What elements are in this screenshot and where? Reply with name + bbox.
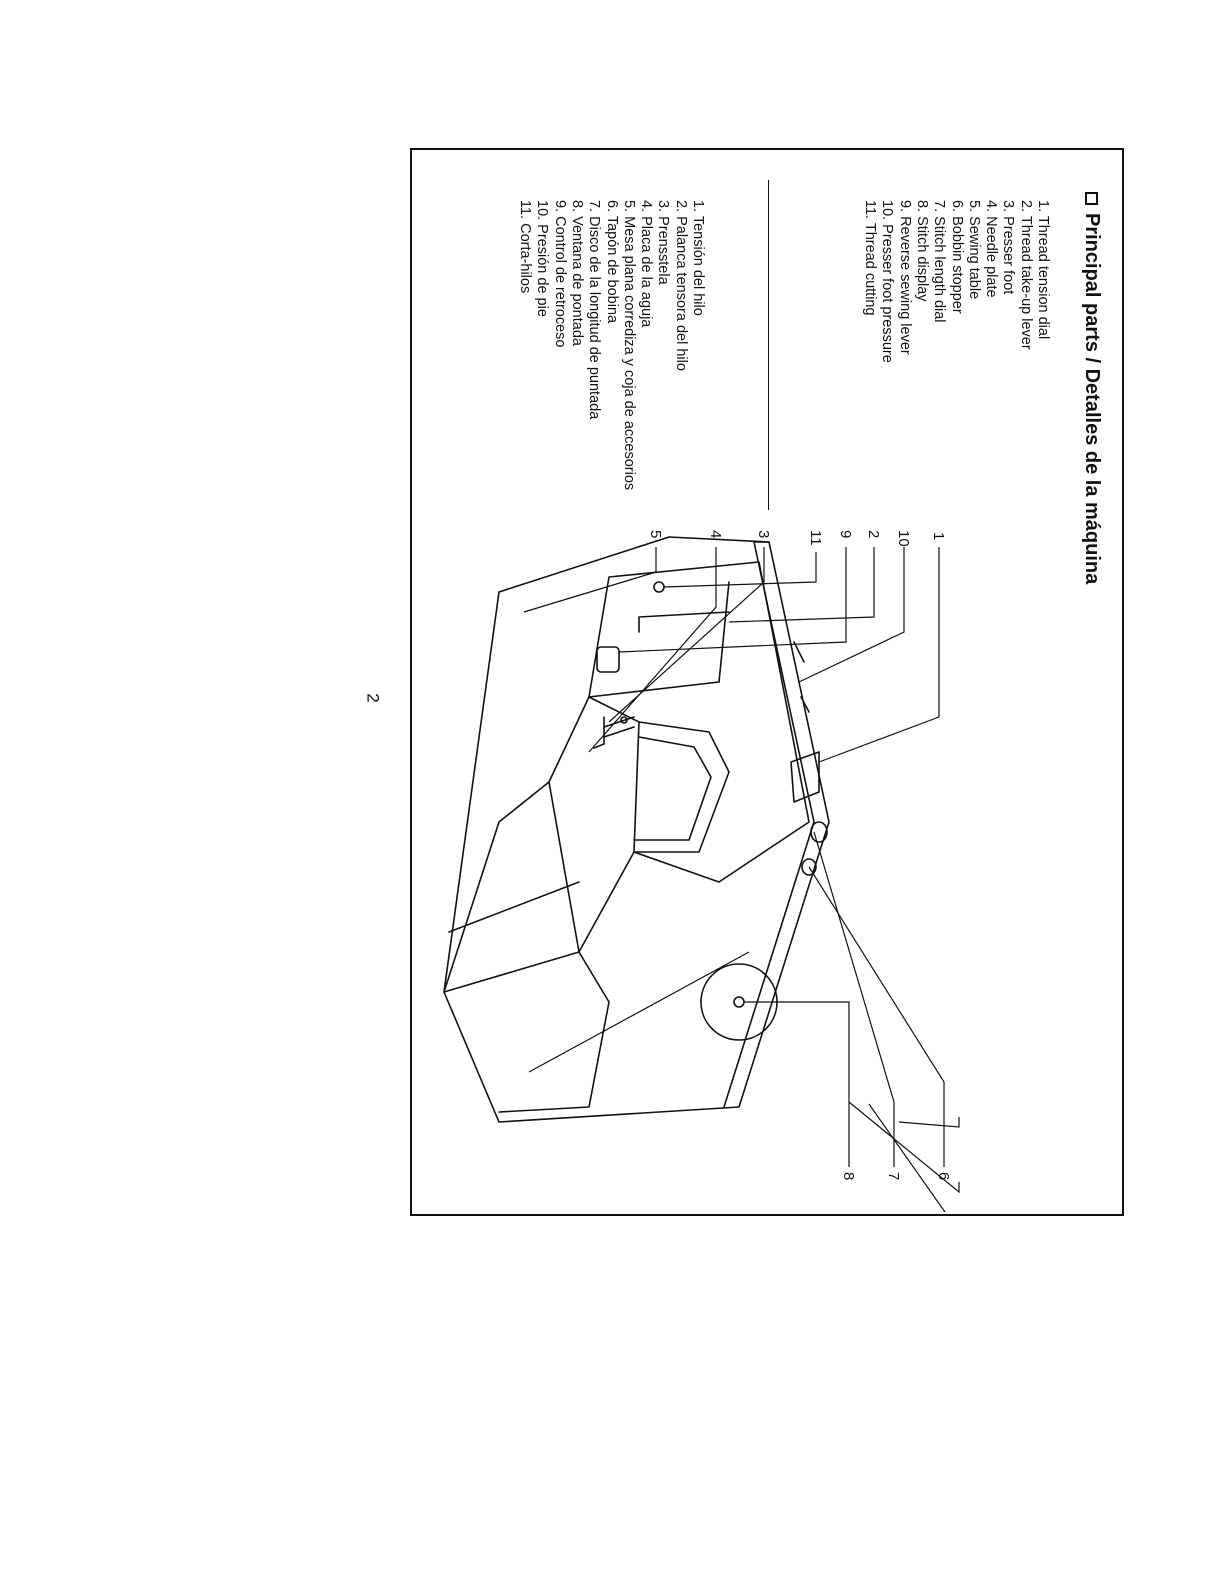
callout-label-7: 7 bbox=[885, 1172, 902, 1180]
list-item: 2. Palanca tensora del hilo bbox=[672, 200, 689, 371]
list-item: 9. Reverse sewing lever bbox=[896, 200, 913, 355]
sewing-machine-diagram: 1 10 2 9 11 3 4 5 6 7 8 bbox=[409, 522, 969, 1212]
list-item: 5. Sewing table bbox=[965, 200, 982, 300]
reverse-lever bbox=[596, 646, 620, 673]
parts-list-spanish: 1. Tensión del hilo 2. Palanca tensora d… bbox=[516, 200, 706, 490]
needle-bar bbox=[603, 716, 635, 728]
callout-label-2: 2 bbox=[865, 530, 882, 538]
callout-label-8: 8 bbox=[840, 1172, 857, 1180]
list-item: 11. Corta-hilos bbox=[517, 200, 534, 294]
stitch-length-dial bbox=[810, 821, 828, 843]
page-frame bbox=[410, 148, 1124, 1216]
checkbox-icon bbox=[1085, 192, 1098, 205]
list-item: 8. Stitch display bbox=[913, 200, 930, 302]
thread-tension-dial bbox=[790, 751, 820, 803]
list-item: 4. Placa de la aguja bbox=[638, 200, 655, 328]
take-up-lever bbox=[638, 611, 730, 633]
callout-label-1: 1 bbox=[930, 532, 947, 540]
list-item: 11. Thread cutting bbox=[862, 200, 879, 316]
list-item: 1. Thread tension dial bbox=[1035, 200, 1051, 340]
head-panel bbox=[588, 681, 720, 698]
list-item: 2. Thread take-up lever bbox=[1017, 200, 1034, 350]
list-item: 7. Disco de la longitud de puntada bbox=[586, 200, 603, 420]
section-title: Principal parts / Detalles de la máquina bbox=[1080, 192, 1103, 584]
list-item: 6. Bobbin stopper bbox=[948, 200, 965, 314]
machine-top-edge bbox=[723, 541, 815, 1108]
list-item: 3. Prensstela bbox=[655, 200, 672, 285]
callout-label-5: 5 bbox=[647, 530, 664, 538]
list-item: 10. Presser foot pressure bbox=[879, 200, 896, 363]
list-item: 7. Stitch length dial bbox=[931, 200, 948, 323]
bobbin-stopper bbox=[801, 858, 817, 876]
machine-base bbox=[443, 851, 635, 993]
divider bbox=[768, 180, 769, 510]
callout-label-10: 10 bbox=[895, 530, 912, 547]
bed-plate bbox=[443, 781, 550, 993]
needle-clamp bbox=[620, 716, 628, 724]
rotated-content: Principal parts / Detalles de la máquina… bbox=[359, 152, 1119, 1212]
section-title-text: Principal parts / Detalles de la máquina bbox=[1081, 213, 1103, 585]
sewing-table bbox=[448, 881, 580, 933]
stitch-display-center bbox=[733, 996, 745, 1008]
list-item: 8. Ventana de pontada bbox=[568, 200, 585, 346]
callout-label-4: 4 bbox=[707, 530, 724, 538]
thread-cutter bbox=[653, 581, 665, 593]
list-item: 4. Needle plate bbox=[983, 200, 1000, 298]
machine-head bbox=[588, 561, 810, 883]
list-item: 3. Presser foot bbox=[1000, 200, 1017, 295]
callout-label-3: 3 bbox=[755, 530, 772, 538]
list-item: 5. Mesa plana corrediza y coja de acceso… bbox=[620, 200, 637, 491]
list-item: 10. Presión de pie bbox=[534, 200, 551, 317]
parts-list-english: 1. Thread tension dial 2. Thread take-up… bbox=[861, 200, 1051, 363]
sewing-machine-illustration: 1 10 2 9 11 3 4 5 6 7 8 bbox=[443, 530, 960, 1212]
list-item: 9. Control de retroceso bbox=[551, 200, 568, 348]
callout-label-6: 6 bbox=[935, 1172, 952, 1180]
callout-label-9: 9 bbox=[837, 530, 854, 538]
machine-throat bbox=[633, 721, 730, 853]
callout-label-11: 11 bbox=[807, 530, 824, 546]
machine-body bbox=[443, 536, 830, 1123]
list-item: 1. Tensión del hilo bbox=[690, 200, 706, 316]
list-item: 6. Tapón de bobina bbox=[603, 200, 620, 324]
